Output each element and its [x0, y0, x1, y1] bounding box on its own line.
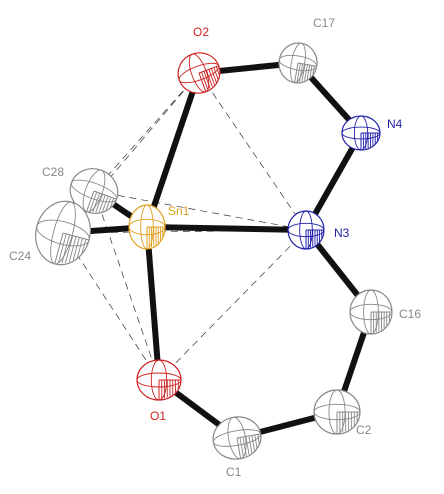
atom-label-c2: C2 — [356, 423, 372, 437]
atom-label-o1: O1 — [150, 409, 166, 423]
polyhedron-edge-O1-C28 — [93, 190, 160, 381]
atom-label-c24: C24 — [9, 249, 31, 263]
atom-label-o2: O2 — [193, 25, 209, 39]
atom-n4 — [341, 115, 381, 151]
atom-label-n3: N3 — [334, 226, 350, 240]
atom-o2 — [177, 52, 221, 94]
polyhedron-edge-O2-N3 — [198, 72, 307, 231]
polyhedron-edge-O1-N3 — [158, 229, 307, 381]
atom-o1 — [136, 359, 182, 401]
atom-label-c28: C28 — [42, 165, 64, 179]
bond-Sn1-O2 — [144, 70, 202, 230]
atom-n3 — [287, 210, 325, 250]
atom-ellipsoids — [35, 42, 393, 460]
atom-label-sn1: Sn1 — [168, 204, 190, 218]
atom-sn1 — [128, 204, 166, 250]
atom-label-n4: N4 — [387, 117, 403, 131]
atom-c1 — [212, 416, 262, 460]
bond-Sn1-N3 — [144, 224, 309, 233]
atom-c24 — [35, 200, 91, 266]
atom-label-c17: C17 — [313, 16, 335, 30]
bond-network — [60, 60, 374, 441]
bond-O1-Sn1 — [144, 224, 162, 383]
atom-label-c1: C1 — [226, 465, 242, 479]
atom-c17 — [278, 42, 318, 84]
atom-c28 — [69, 168, 119, 214]
polyhedron-edge-O2-C28 — [93, 72, 200, 192]
atom-c2 — [313, 389, 361, 435]
atom-label-c16: C16 — [399, 307, 421, 321]
atom-c16 — [349, 289, 393, 335]
